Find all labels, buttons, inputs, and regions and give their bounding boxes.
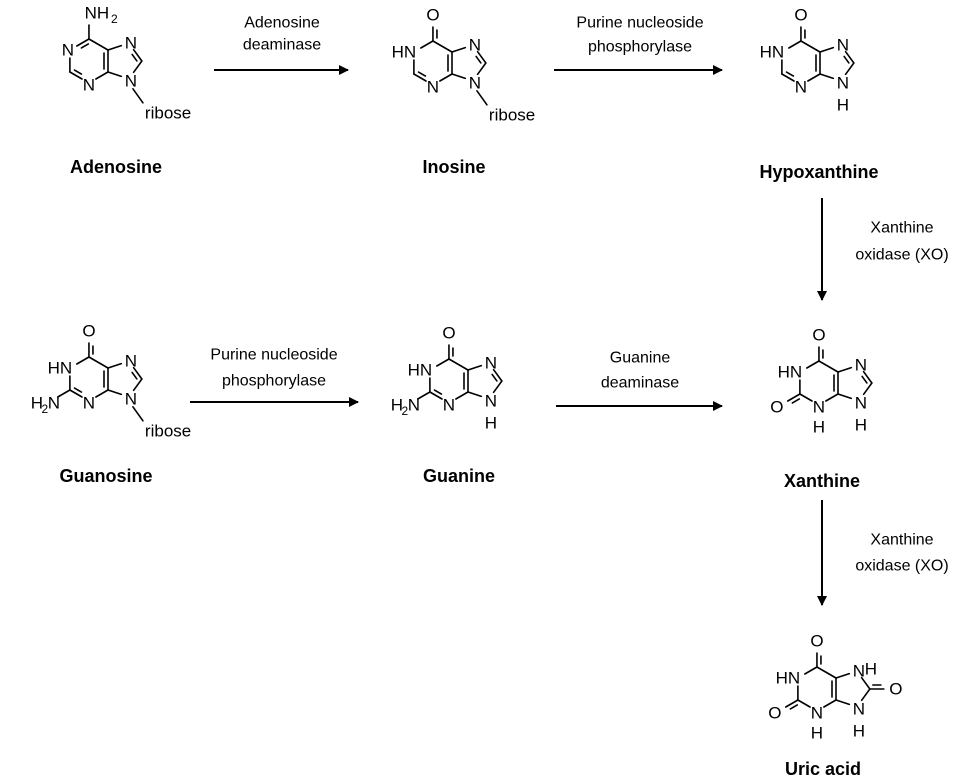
oxygen-label: O: [794, 6, 807, 25]
hydrogen-label: H: [837, 95, 849, 114]
uric-acid-name: Uric acid: [785, 759, 861, 779]
enzyme-label-line: deaminase: [601, 375, 679, 392]
nitrogen-label: N: [125, 34, 137, 53]
enzyme-label-line: Purine nucleoside: [210, 347, 337, 364]
reaction-adenosine-to-inosine: Adenosine deaminase: [214, 15, 349, 75]
enzyme-label-line: oxidase (XO): [855, 558, 948, 575]
nitrogen-label: N: [427, 78, 439, 97]
amino-label: N: [48, 394, 60, 413]
ribose-label: ribose: [145, 421, 191, 440]
nitrogen-label: N: [83, 76, 95, 95]
hypoxanthine-name: Hypoxanthine: [759, 162, 878, 182]
nitrogen-label: N: [811, 704, 823, 723]
hydrogen-label: H: [865, 660, 877, 679]
enzyme-label-line: oxidase (XO): [855, 247, 948, 264]
nitrogen-label: N: [855, 356, 867, 375]
nitrogen-label: N: [837, 36, 849, 55]
oxygen-label: O: [810, 632, 823, 651]
reaction-guanine-to-xanthine: Guanine deaminase: [556, 350, 723, 411]
nitrogen-label: N: [795, 78, 807, 97]
enzyme-label-line: phosphorylase: [222, 373, 326, 390]
oxygen-label: O: [889, 680, 902, 699]
nitrogen-label: N: [62, 41, 74, 60]
subscript: 2: [41, 402, 48, 416]
oxygen-label: O: [442, 324, 455, 343]
oxygen-label: O: [82, 322, 95, 341]
nh-label: HN: [760, 43, 785, 62]
hydrogen-label: H: [855, 415, 867, 434]
oxygen-label: O: [812, 326, 825, 345]
amino-label: H: [31, 394, 43, 413]
nitrogen-label: N: [125, 352, 137, 371]
nitrogen-label: N: [485, 354, 497, 373]
nitrogen-label: N: [813, 398, 825, 417]
amino-label: H: [391, 396, 403, 415]
nitrogen-label: N: [853, 662, 865, 681]
reaction-inosine-to-hypoxanthine: Purine nucleoside phosphorylase: [554, 15, 723, 75]
guanosine-name: Guanosine: [59, 466, 152, 486]
nh-label: HN: [408, 361, 433, 380]
oxygen-label: O: [768, 704, 781, 723]
amino-label: NH: [85, 4, 110, 23]
nitrogen-label: N: [485, 391, 497, 410]
nh-label: HN: [392, 43, 417, 62]
ribose-label: ribose: [145, 103, 191, 122]
nh-label: HN: [778, 363, 803, 382]
reaction-hypoxanthine-to-xanthine: Xanthine oxidase (XO): [817, 198, 949, 301]
nitrogen-label: N: [469, 73, 481, 92]
nitrogen-label: N: [853, 699, 865, 718]
ribose-label: ribose: [489, 105, 535, 124]
nitrogen-label: N: [83, 394, 95, 413]
nitrogen-label: N: [443, 396, 455, 415]
oxygen-label: O: [426, 6, 439, 25]
oxygen-label: O: [770, 398, 783, 417]
amino-label: N: [408, 396, 420, 415]
nitrogen-label: N: [837, 73, 849, 92]
reaction-xanthine-to-uric-acid: Xanthine oxidase (XO): [817, 500, 949, 606]
nitrogen-label: N: [855, 393, 867, 412]
subscript: 2: [111, 12, 118, 26]
adenosine-name: Adenosine: [70, 157, 162, 177]
nitrogen-label: N: [125, 71, 137, 90]
guanine-name: Guanine: [423, 466, 495, 486]
enzyme-label-line: phosphorylase: [588, 39, 692, 56]
enzyme-label-line: Xanthine: [870, 220, 933, 237]
enzyme-label-line: Xanthine: [870, 532, 933, 549]
reaction-guanosine-to-guanine: Purine nucleoside phosphorylase: [190, 347, 359, 407]
nh-label: HN: [48, 359, 73, 378]
enzyme-label-line: deaminase: [243, 37, 321, 54]
inosine-name: Inosine: [422, 157, 485, 177]
hydrogen-label: H: [811, 724, 823, 743]
hydrogen-label: H: [813, 418, 825, 437]
nitrogen-label: N: [125, 389, 137, 408]
nh-label: HN: [776, 669, 801, 688]
nitrogen-label: N: [469, 36, 481, 55]
enzyme-label-line: Purine nucleoside: [576, 15, 703, 32]
hydrogen-label: H: [485, 413, 497, 432]
enzyme-label-line: Guanine: [610, 350, 671, 367]
enzyme-label-line: Adenosine: [244, 15, 320, 32]
subscript: 2: [401, 404, 408, 418]
xanthine-name: Xanthine: [784, 471, 860, 491]
hydrogen-label: H: [853, 721, 865, 740]
